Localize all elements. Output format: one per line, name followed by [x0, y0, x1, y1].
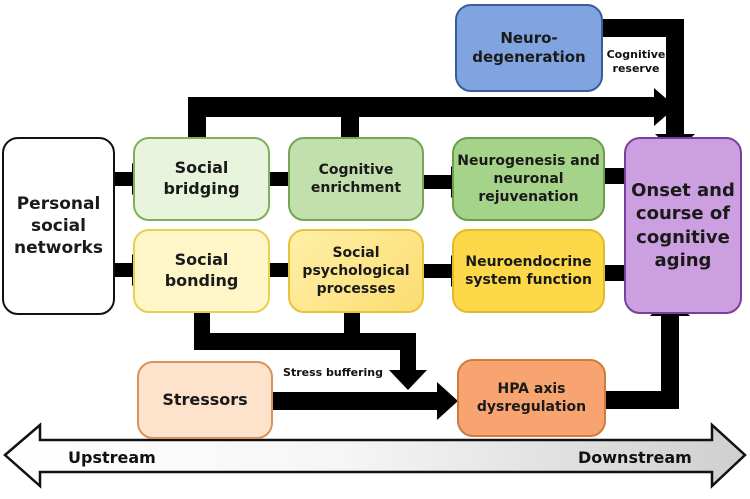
social-psychological-label: Social psychological processes	[302, 244, 410, 298]
neurodegeneration-label: Neuro- degeneration	[472, 28, 586, 67]
neurogenesis-node: Neurogenesis and neuronal rejuvenation	[452, 137, 605, 221]
personal-social-networks-node: Personal social networks	[2, 137, 115, 315]
upstream-label: Upstream	[68, 448, 156, 467]
neuroendocrine-label: Neuroendocrine system function	[465, 253, 592, 288]
cognitive-enrichment-label: Cognitive enrichment	[310, 161, 402, 196]
stress-buffering-label: Stress buffering	[283, 366, 383, 379]
social-bonding-label: Social bonding	[164, 250, 239, 290]
neurodegeneration-node: Neuro- degeneration	[455, 4, 603, 92]
hpa-label: HPA axis dysregulation	[476, 380, 587, 415]
social-bonding-node: Social bonding	[133, 229, 270, 313]
personal-social-networks-label: Personal social networks	[14, 193, 103, 259]
neurogenesis-label: Neurogenesis and neuronal rejuvenation	[457, 152, 600, 206]
social-bridging-label: Social bridging	[163, 158, 240, 198]
bridging-to-onset-arrow	[188, 88, 676, 139]
social-psychological-node: Social psychological processes	[288, 229, 424, 313]
stressors-node: Stressors	[137, 361, 273, 439]
stress-buffering-arrow	[194, 311, 427, 390]
cognitive-enrichment-node: Cognitive enrichment	[288, 137, 424, 221]
neurodegeneration-to-onset-arrow	[600, 19, 695, 153]
stressors-label: Stressors	[162, 389, 248, 409]
stressors-to-hpa-arrow	[271, 382, 458, 420]
neuroendocrine-node: Neuroendocrine system function	[452, 229, 605, 313]
upstream-downstream-arrow	[3, 422, 747, 489]
downstream-label: Downstream	[578, 448, 692, 467]
onset-label: Onset and course of cognitive aging	[631, 179, 735, 271]
onset-node: Onset and course of cognitive aging	[624, 137, 742, 314]
cognitive-reserve-label: Cognitive reserve	[606, 48, 666, 76]
social-bridging-node: Social bridging	[133, 137, 270, 221]
hpa-node: HPA axis dysregulation	[457, 359, 606, 437]
